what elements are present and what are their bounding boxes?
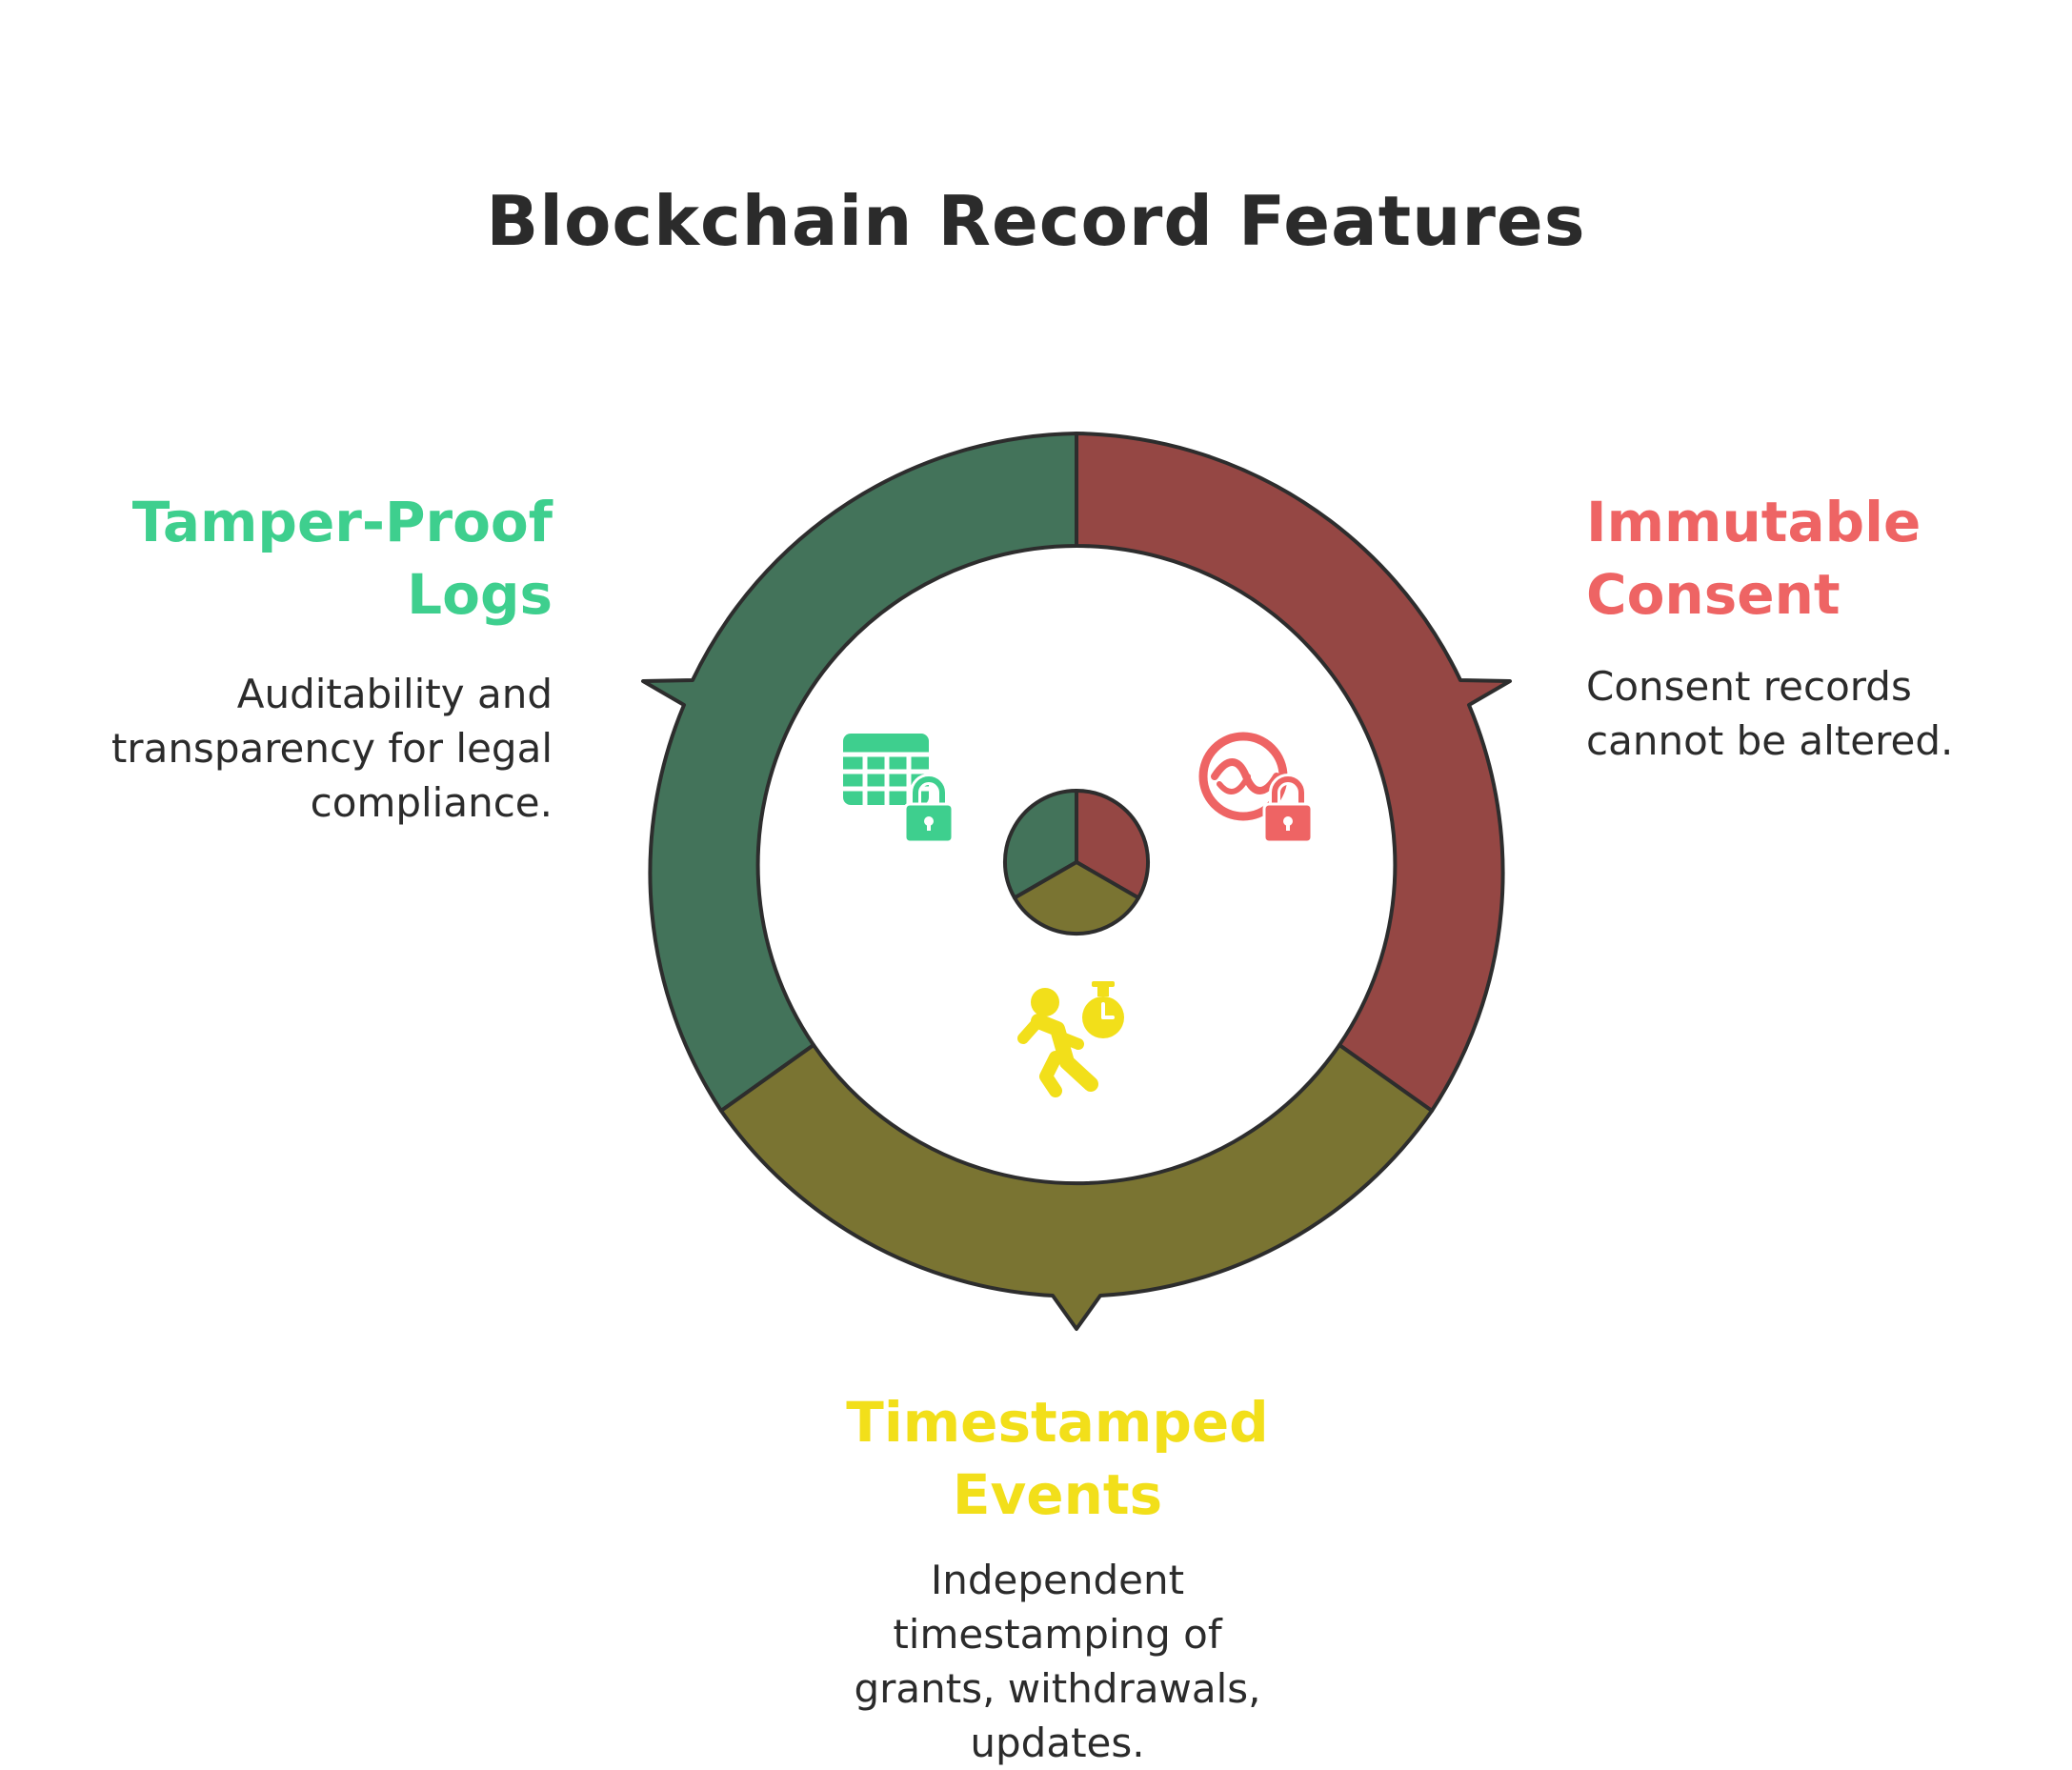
ring-segment-tamper-proof: [641, 432, 1078, 1113]
ring-segment-timestamped-events: [719, 1043, 1434, 1331]
center-pie-slice-olive: [1013, 860, 1140, 936]
feature-description-tamper-proof-logs: Auditability and transparency for legal …: [111, 671, 553, 826]
feature-title-immutable-consent: Immutable Consent: [1586, 490, 1921, 627]
ring-segment-immutable-consent: [1075, 432, 1512, 1113]
feature-description-timestamped-events: Independent timestamping of grants, with…: [854, 1557, 1261, 1766]
feature-description-immutable-consent: Consent records cannot be altered.: [1586, 663, 1954, 764]
page-title: Blockchain Record Features: [486, 181, 1586, 261]
feature-title-tamper-proof-logs: Tamper-Proof Logs: [131, 490, 553, 627]
feature-title-timestamped-events: Timestamped Events: [846, 1390, 1269, 1527]
locked-handshake-icon: [1198, 732, 1314, 844]
center-pie: [1003, 789, 1150, 936]
locked-spreadsheet-icon: [843, 734, 955, 844]
runner-stopwatch-icon: [1017, 981, 1124, 1097]
